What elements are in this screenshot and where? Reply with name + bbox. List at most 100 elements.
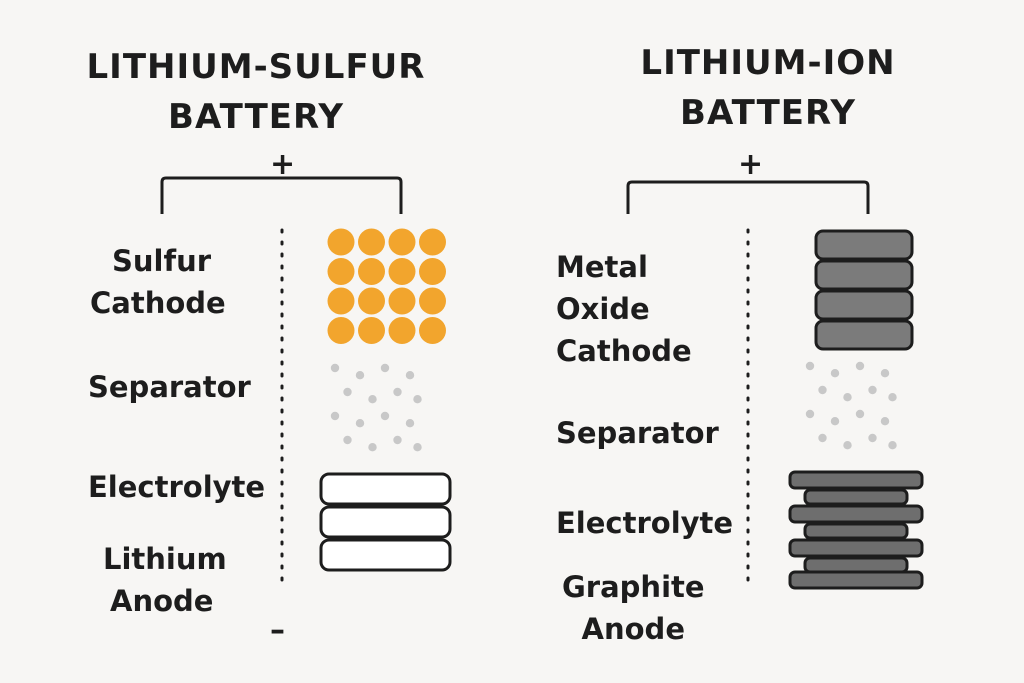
separator-dot bbox=[843, 441, 852, 450]
separator-dot bbox=[880, 417, 890, 426]
separator-dots bbox=[330, 363, 422, 452]
sulfur-particle bbox=[419, 317, 446, 344]
sulfur-particle bbox=[419, 228, 446, 256]
metal-oxide-cathode-label: Metal Oxide Cathode bbox=[556, 246, 692, 372]
separator-label: Separator bbox=[556, 416, 719, 450]
sulfur-cathode-label: Sulfur bbox=[112, 240, 211, 282]
positive-terminal-label: + bbox=[738, 147, 764, 182]
anode-layer bbox=[319, 538, 452, 572]
sulfur-particle bbox=[358, 258, 385, 285]
lithium-anode-label-2: Anode bbox=[110, 580, 213, 622]
positive-bracket bbox=[160, 176, 403, 214]
graphite-layer bbox=[803, 488, 909, 506]
separator-dot bbox=[380, 363, 390, 373]
sulfur-particle-grid bbox=[327, 228, 446, 344]
separator-dot bbox=[355, 419, 365, 428]
label-line: Anode bbox=[581, 612, 685, 646]
label-line: Cathode bbox=[90, 286, 226, 320]
graphite-layer bbox=[788, 504, 924, 524]
title-line-2: BATTERY bbox=[680, 93, 856, 133]
electrolyte-label: Electrolyte bbox=[88, 470, 266, 504]
lithium-sulfur-panel: LITHIUM-SULFUR BATTERY + – Sulfur Cathod… bbox=[0, 42, 512, 648]
label-line: Cathode bbox=[556, 334, 692, 368]
separator-dot bbox=[868, 385, 877, 395]
metal-oxide-cathode-layers bbox=[814, 229, 914, 351]
title-line-1: LITHIUM-ION bbox=[640, 43, 896, 83]
graphite-layer bbox=[803, 522, 909, 540]
cathode-layer bbox=[814, 259, 914, 291]
electrolyte-label: Electrolyte bbox=[556, 506, 734, 540]
graphite-layer bbox=[788, 538, 924, 558]
lithium-ion-diagram bbox=[626, 180, 924, 590]
sulfur-particle bbox=[388, 287, 416, 315]
graphite-layer bbox=[788, 470, 924, 490]
label-line: Sulfur bbox=[112, 244, 212, 278]
sulfur-particle bbox=[388, 317, 416, 344]
separator-dot bbox=[868, 433, 877, 443]
separator-dot bbox=[805, 409, 815, 419]
separator-dot bbox=[855, 409, 865, 419]
lithium-anode-layers bbox=[319, 472, 452, 572]
sulfur-particle bbox=[327, 287, 355, 315]
separator-dot bbox=[805, 361, 815, 371]
sulfur-particle bbox=[358, 317, 385, 344]
graphite-layer bbox=[803, 556, 909, 574]
lithium-sulfur-diagram bbox=[160, 176, 452, 587]
sulfur-particle bbox=[419, 258, 446, 285]
separator-dot bbox=[888, 441, 897, 450]
separator-dot bbox=[368, 395, 377, 404]
sulfur-particle bbox=[419, 287, 446, 315]
separator-dot bbox=[880, 369, 890, 378]
separator-dot bbox=[855, 361, 865, 371]
separator-dot bbox=[380, 411, 390, 421]
separator-dot bbox=[343, 387, 352, 397]
separator-label: Separator bbox=[88, 370, 251, 404]
lithium-sulfur-title: LITHIUM-SULFUR BATTERY bbox=[0, 42, 512, 142]
separator-dot bbox=[368, 443, 377, 452]
graphite-layer bbox=[788, 570, 924, 590]
anode-layer bbox=[319, 505, 452, 539]
label-line: Oxide bbox=[556, 292, 650, 326]
separator-dot bbox=[330, 363, 340, 373]
separator-dot bbox=[818, 433, 827, 443]
separator-dot bbox=[888, 393, 897, 402]
separator-dot bbox=[830, 417, 840, 426]
separator-dot bbox=[343, 435, 352, 445]
anode-layer bbox=[319, 472, 452, 506]
separator-dot bbox=[393, 435, 402, 445]
cathode-layer bbox=[814, 229, 914, 261]
lithium-ion-panel: LITHIUM-ION BATTERY + Metal Oxide Cathod… bbox=[512, 0, 1024, 683]
separator-dot bbox=[818, 385, 827, 395]
separator-dot bbox=[405, 371, 415, 380]
lithium-anode-label: Lithium bbox=[103, 538, 227, 580]
cathode-layer bbox=[814, 319, 914, 351]
sulfur-particle bbox=[358, 228, 385, 256]
lithium-ion-title: LITHIUM-ION BATTERY bbox=[512, 38, 1024, 138]
separator-dot bbox=[843, 393, 852, 402]
graphite-anode-layers bbox=[788, 470, 924, 590]
separator-dot bbox=[413, 443, 422, 452]
sulfur-particle bbox=[327, 258, 355, 285]
sulfur-particle bbox=[358, 287, 385, 315]
label-line: Lithium bbox=[103, 542, 227, 576]
title-line-1: LITHIUM-SULFUR bbox=[86, 47, 426, 87]
separator-dot bbox=[405, 419, 415, 428]
label-line: Anode bbox=[110, 584, 214, 618]
sulfur-cathode-label-2: Cathode bbox=[90, 282, 226, 324]
positive-terminal-label: + bbox=[270, 147, 296, 182]
separator-dot bbox=[413, 395, 422, 404]
separator-dot bbox=[330, 411, 340, 421]
sulfur-particle bbox=[388, 228, 416, 256]
cathode-layer bbox=[814, 289, 914, 321]
separator-dots bbox=[805, 361, 897, 450]
sulfur-particle bbox=[327, 317, 355, 344]
label-line: Metal bbox=[556, 250, 648, 284]
separator-dot bbox=[393, 387, 402, 397]
graphite-anode-label: Graphite Anode bbox=[562, 566, 705, 650]
label-line: Graphite bbox=[562, 570, 705, 604]
sulfur-particle bbox=[388, 258, 416, 285]
positive-bracket bbox=[626, 180, 870, 214]
separator-dot bbox=[830, 369, 840, 378]
negative-terminal-label: – bbox=[270, 613, 285, 648]
separator-dot bbox=[355, 371, 365, 380]
